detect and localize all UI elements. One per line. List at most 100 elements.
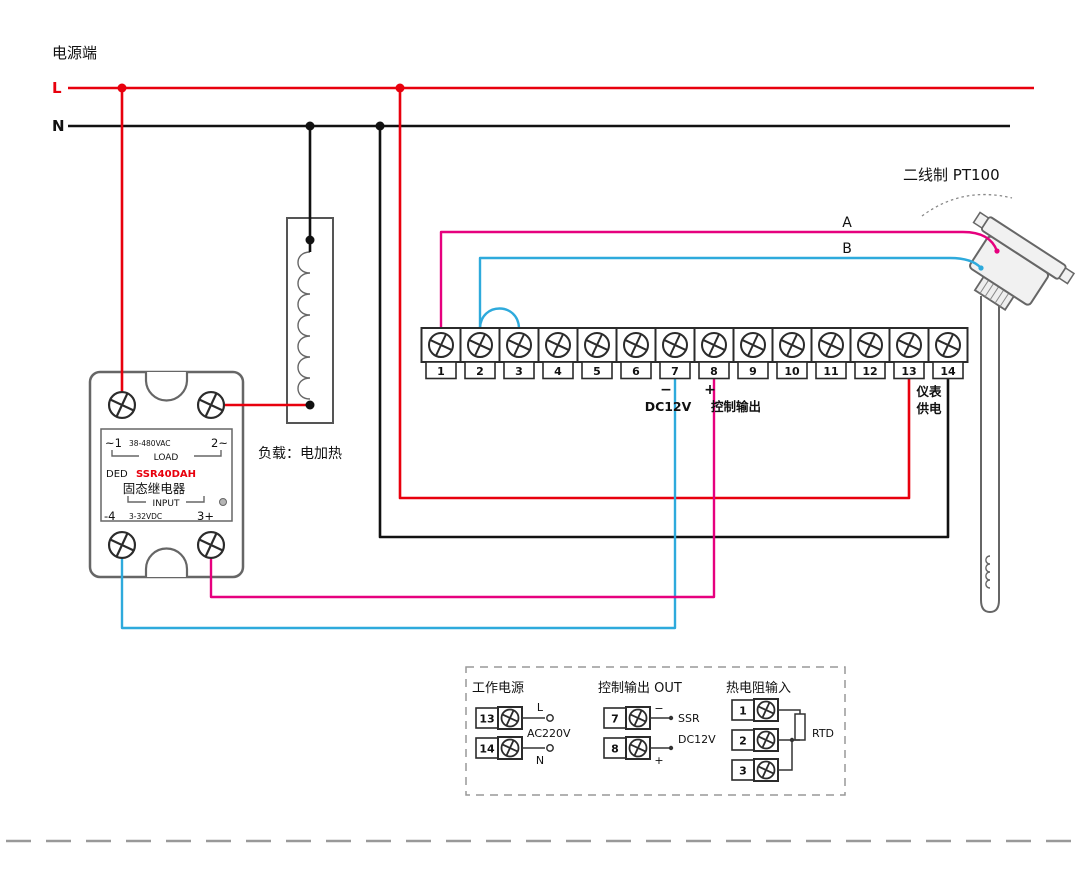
- l-junction-dot-1: [117, 83, 127, 93]
- terminal-4: 4: [537, 327, 579, 380]
- svg-text:8: 8: [710, 365, 718, 378]
- svg-text:1: 1: [739, 705, 747, 718]
- control-output-label: 控制输出: [711, 399, 761, 414]
- svg-text:3: 3: [739, 765, 747, 778]
- legend-n-label: N: [536, 754, 544, 767]
- load-coil: [297, 251, 311, 400]
- legend-l-contact: [546, 714, 554, 722]
- legend-terminal-2: 2: [731, 727, 779, 753]
- ssr-ac-terminal-2: 2~: [211, 436, 228, 450]
- pt100-sensor: 二线制 PT100: [903, 166, 1076, 614]
- terminal-10: 10: [771, 327, 813, 380]
- ssr-load-bracket-lines: [111, 450, 222, 457]
- ssr-dc-terminal-4: -4: [104, 509, 115, 523]
- ssr-relay: ~1 38-480VAC 2~ LOAD DED SSR40DAH 固态继电器 …: [88, 370, 245, 579]
- ssr-ac-rating: 38-480VAC: [129, 439, 170, 448]
- svg-text:4: 4: [554, 365, 562, 378]
- terminal-8: 8: [693, 327, 735, 380]
- ssr-input-bracket-lines: [127, 496, 205, 503]
- legend-border: [465, 666, 846, 796]
- wire-n-to-terminal14: [378, 126, 950, 539]
- terminal-13: 13: [888, 327, 930, 380]
- legend-terminal-3: 3: [731, 757, 779, 783]
- svg-text:9: 9: [749, 365, 757, 378]
- legend-plus-sign: +: [654, 754, 663, 767]
- legend-terminal-14: 14: [475, 735, 523, 761]
- dc-minus-sign: −: [660, 382, 672, 398]
- legend-ssr-label: SSR: [678, 712, 700, 725]
- terminal-6: 6: [615, 327, 657, 380]
- wire-l-to-terminal13: [398, 88, 911, 500]
- n-junction-dot-1: [305, 121, 315, 131]
- svg-text:6: 6: [632, 365, 640, 378]
- legend-terminal-7: 7: [603, 705, 651, 731]
- wire-a-end-dot: [994, 248, 1000, 254]
- power-rails: 电源端 L N: [52, 44, 1034, 135]
- sensor-probe: [980, 296, 1000, 614]
- svg-text:12: 12: [862, 365, 877, 378]
- svg-text:13: 13: [901, 365, 916, 378]
- sensor-head: [969, 211, 1076, 312]
- load-label: 负载：电加热: [258, 446, 342, 462]
- terminal-5: 5: [576, 327, 618, 380]
- ssr-input-bracket-label: INPUT: [153, 499, 180, 509]
- terminal-1: 1: [420, 327, 462, 380]
- heater-load: 负载：电加热: [258, 217, 342, 462]
- svg-text:2: 2: [476, 365, 484, 378]
- terminal-7: 7: [654, 327, 696, 380]
- wire-terminal8-to-ssr-plus: [209, 379, 716, 599]
- n-rail-label: N: [52, 117, 65, 135]
- sensor-spring: [985, 555, 991, 589]
- legend-rtd-title: 热电阻输入: [726, 680, 791, 696]
- svg-text:1: 1: [437, 365, 445, 378]
- terminal-strip: 1 2 3 4 5 6 7 8: [420, 215, 969, 416]
- meter-supply-label-2: 供电: [915, 401, 942, 416]
- legend-rtd-wire-3: [778, 740, 793, 771]
- legend-terminal-8: 8: [603, 735, 651, 761]
- svg-text:11: 11: [823, 365, 838, 378]
- legend-l-label: L: [537, 701, 544, 714]
- load-top-dot: [305, 235, 315, 245]
- ssr-name: 固态继电器: [123, 481, 186, 496]
- wire-a-terminal1-to-sensor: [439, 230, 999, 328]
- legend-power-title: 工作电源: [472, 681, 524, 696]
- ssr-model: SSR40DAH: [136, 469, 196, 480]
- legend-terminal-13: 13: [475, 705, 523, 731]
- svg-text:2: 2: [739, 735, 747, 748]
- ssr-load-bracket-label: LOAD: [154, 453, 179, 463]
- ssr-dc-rating: 3-32VDC: [129, 512, 162, 521]
- ssr-dc-terminal-3: 3+: [197, 509, 214, 523]
- legend-rtd-resistor: [794, 713, 806, 741]
- legend-minus-sign: −: [654, 702, 663, 715]
- legend-output-title: 控制输出 OUT: [598, 680, 682, 696]
- l-junction-dot-2: [395, 83, 405, 93]
- terminal-3: 3: [498, 327, 540, 380]
- legend-dc12v-label: DC12V: [678, 733, 716, 746]
- legend-ac220v-label: AC220V: [527, 727, 571, 740]
- svg-text:8: 8: [611, 743, 619, 756]
- svg-text:14: 14: [479, 743, 495, 756]
- sensor-chain: [921, 193, 1013, 217]
- terminal-2: 2: [459, 327, 501, 380]
- terminal-strip-labels: − DC12V + 控制输出 仪表 供电: [645, 382, 942, 416]
- dc12v-label: DC12V: [645, 399, 692, 414]
- legend-rtd-junction-dot: [789, 737, 795, 743]
- sensor-cap-tab-left: [972, 211, 990, 230]
- legend-n-contact: [546, 744, 554, 752]
- load-bottom-dot: [305, 400, 315, 410]
- sensor-title: 二线制 PT100: [903, 166, 1000, 184]
- ssr-ac-terminal-1: ~1: [105, 436, 122, 450]
- ssr-bottom-notch: [144, 547, 189, 577]
- svg-text:13: 13: [479, 713, 494, 726]
- svg-text:7: 7: [611, 713, 619, 726]
- ssr-top-notch: [144, 372, 189, 402]
- wire-b-terminal2-to-sensor: [478, 256, 982, 328]
- svg-text:14: 14: [940, 365, 956, 378]
- meter-supply-label-1: 仪表: [915, 384, 942, 399]
- svg-text:7: 7: [671, 365, 679, 378]
- terminal-11: 11: [810, 327, 852, 380]
- wire-jumper-terminal2-3: [478, 307, 521, 329]
- wire-b-label: B: [842, 241, 852, 257]
